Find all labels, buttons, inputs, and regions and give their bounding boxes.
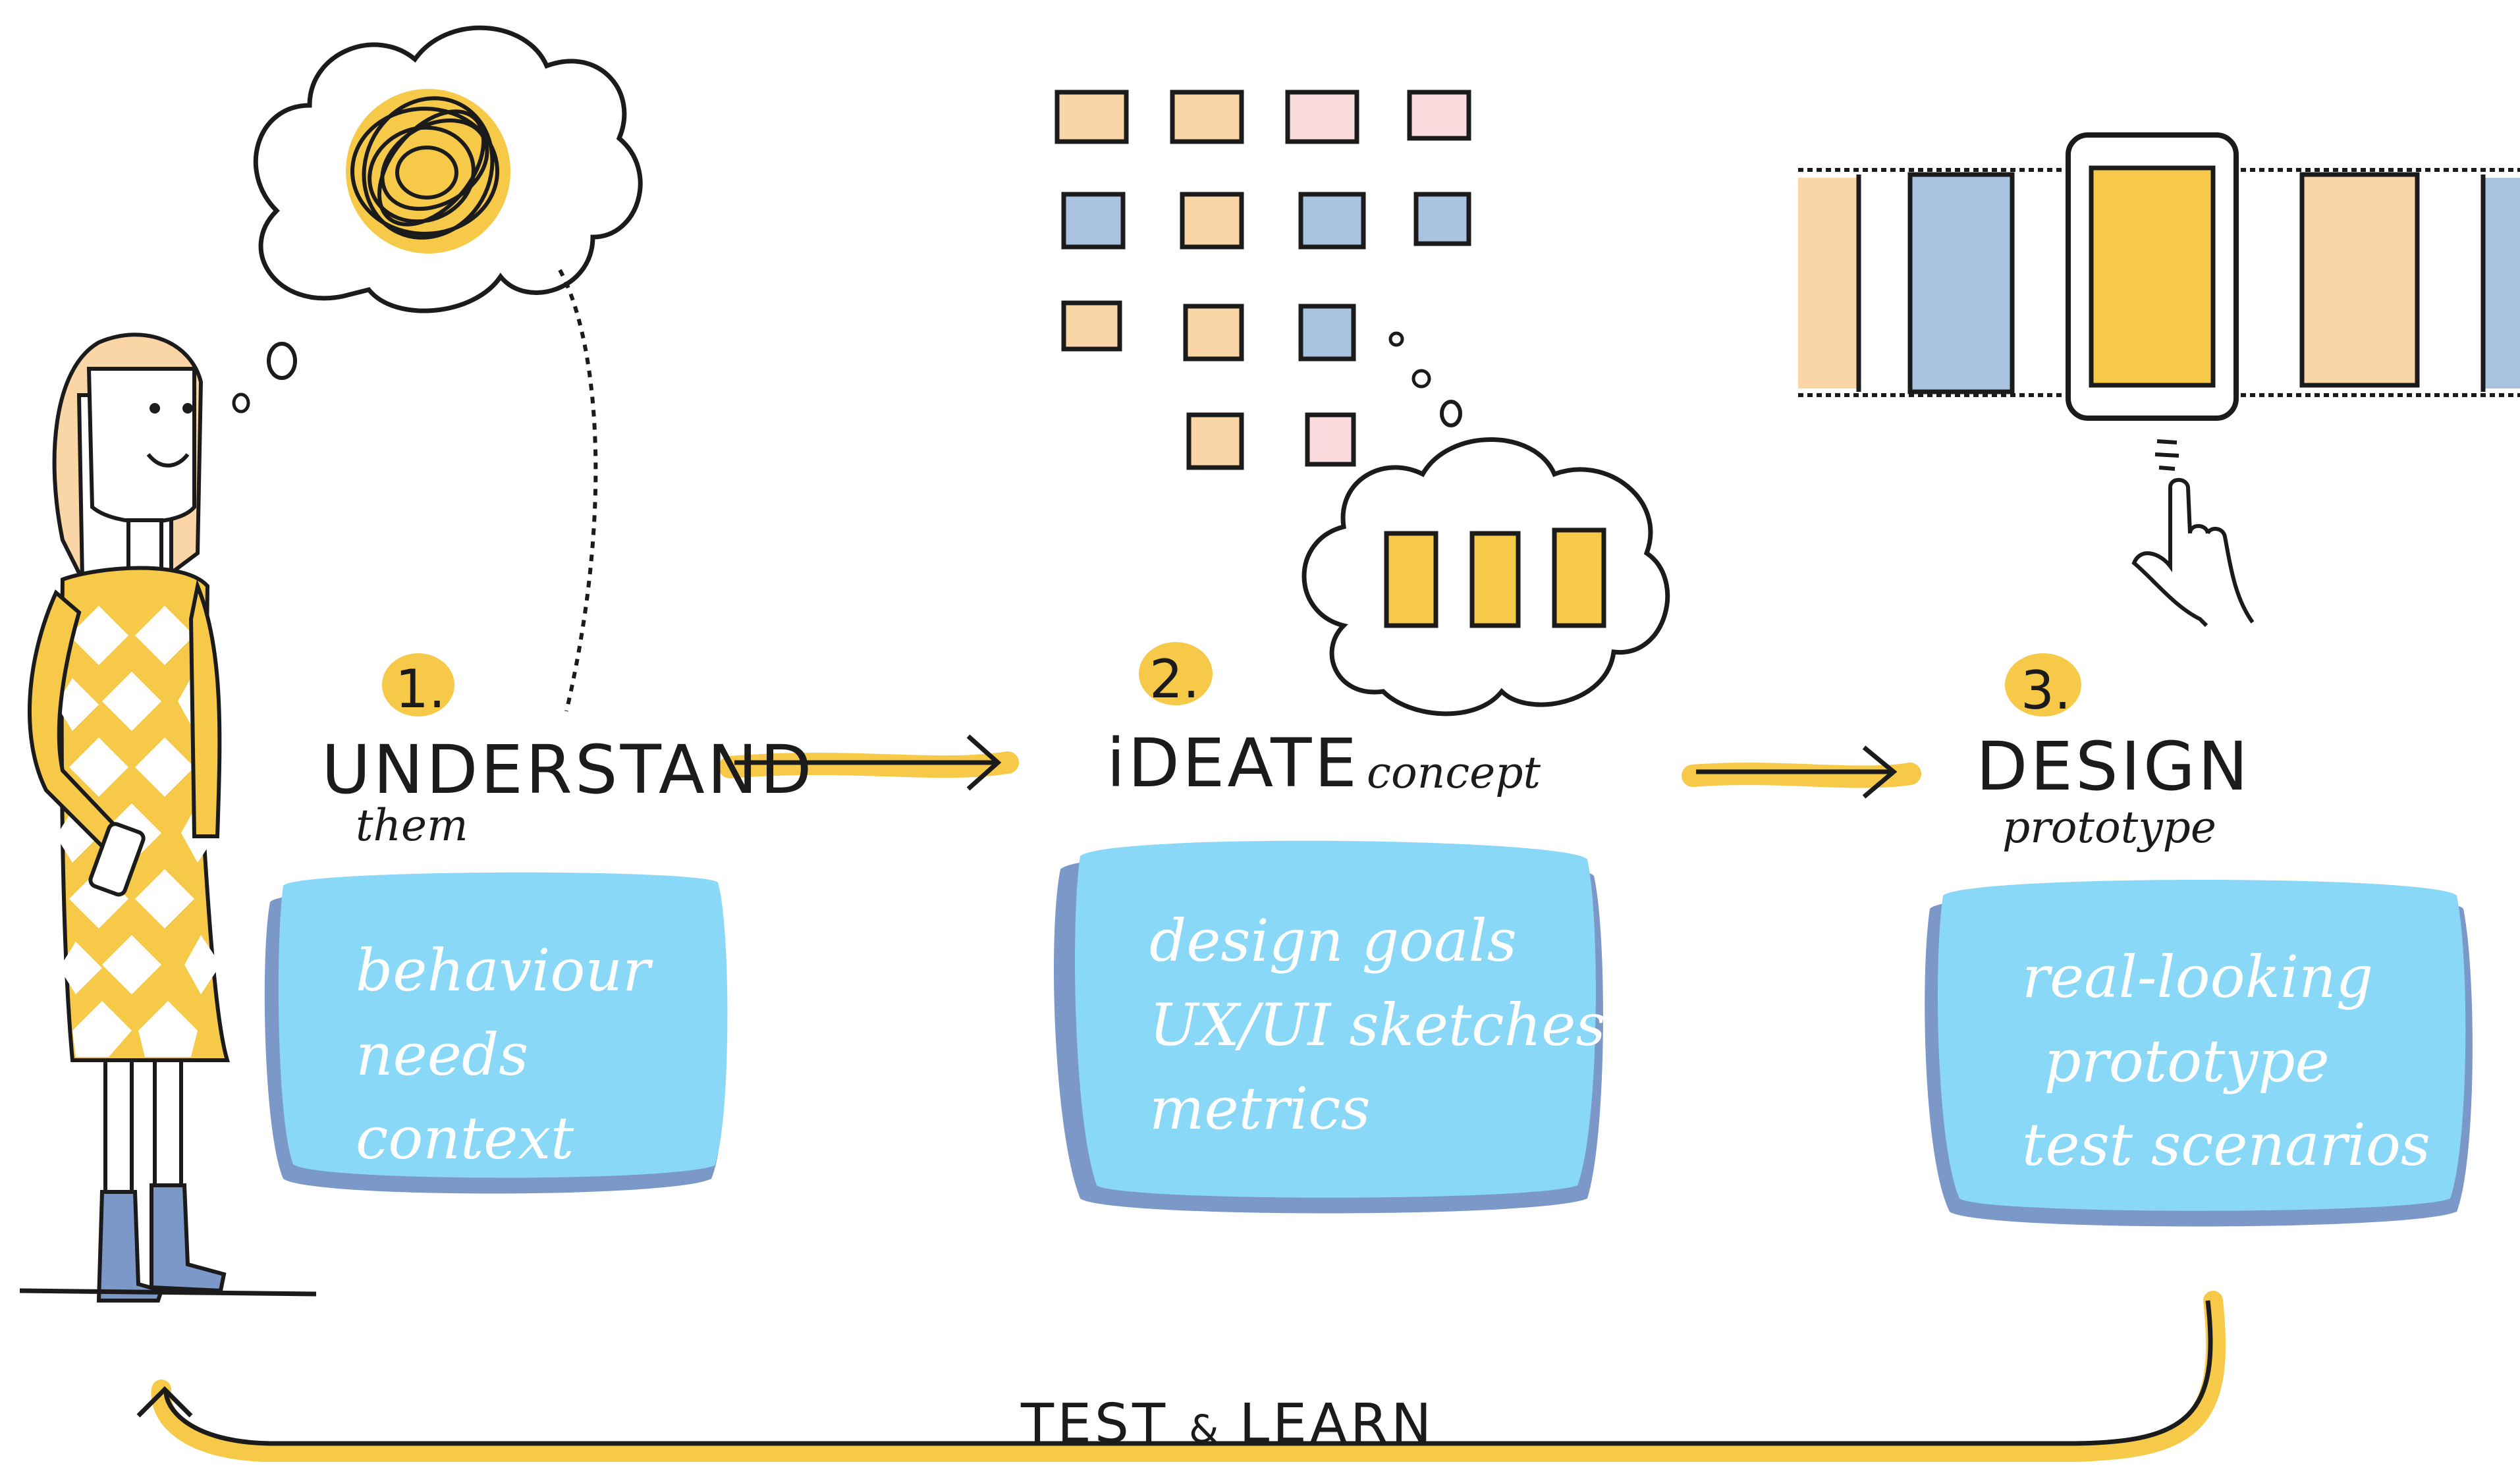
sticky-notes-icon	[1055, 90, 1471, 470]
step-title: iDEATE	[1107, 724, 1359, 803]
loop-label-amp: &	[1189, 1407, 1219, 1451]
card-fill	[278, 840, 2466, 1211]
step-subtitle: concept	[1367, 747, 1541, 798]
card-item: behaviour	[356, 936, 651, 1004]
step-badge	[1139, 642, 1213, 705]
step-badge	[382, 653, 454, 716]
filmstrip-icon	[1798, 132, 2520, 421]
thought-cloud-icon	[232, 25, 643, 712]
card-design: real-looking prototype test scenarios	[2022, 935, 2430, 1187]
step-number: 3.	[2021, 660, 2071, 721]
pointing-hand-icon	[2131, 439, 2255, 628]
card-item: needs	[356, 1020, 529, 1089]
loop-label: TEST & LEARN	[1021, 1393, 1435, 1455]
card-ideate: design goals UX/UI sketches metrics	[1149, 899, 1605, 1151]
loop-label-left: TEST	[1021, 1393, 1169, 1455]
step-subtitle: prototype	[2002, 802, 2216, 853]
card-item: prototype	[2044, 1027, 2330, 1095]
card-item: UX/UI sketches	[1149, 990, 1606, 1059]
card-understand: behaviour needs context	[356, 929, 650, 1181]
card-item: metrics	[1149, 1075, 1371, 1143]
step-badge	[2005, 653, 2081, 716]
card-item: design goals	[1149, 907, 1517, 975]
card-item: context	[356, 1104, 574, 1173]
step-number: 2.	[1149, 649, 1200, 710]
loop-arrow-icon	[136, 1291, 2226, 1462]
arrow-right-icon	[719, 734, 1019, 791]
step-title: UNDERSTAND	[321, 731, 815, 809]
step-title: DESIGN	[1976, 728, 2251, 806]
idea-cloud-icon	[1301, 331, 1670, 716]
card-item: real-looking	[2022, 943, 2374, 1011]
step-subtitle: them	[356, 800, 468, 851]
arrow-right-icon	[1682, 745, 1921, 799]
card-item: test scenarios	[2022, 1111, 2430, 1179]
loop-label-right: LEARN	[1239, 1393, 1435, 1455]
person-icon	[19, 333, 317, 1303]
step-number: 1.	[395, 659, 446, 720]
